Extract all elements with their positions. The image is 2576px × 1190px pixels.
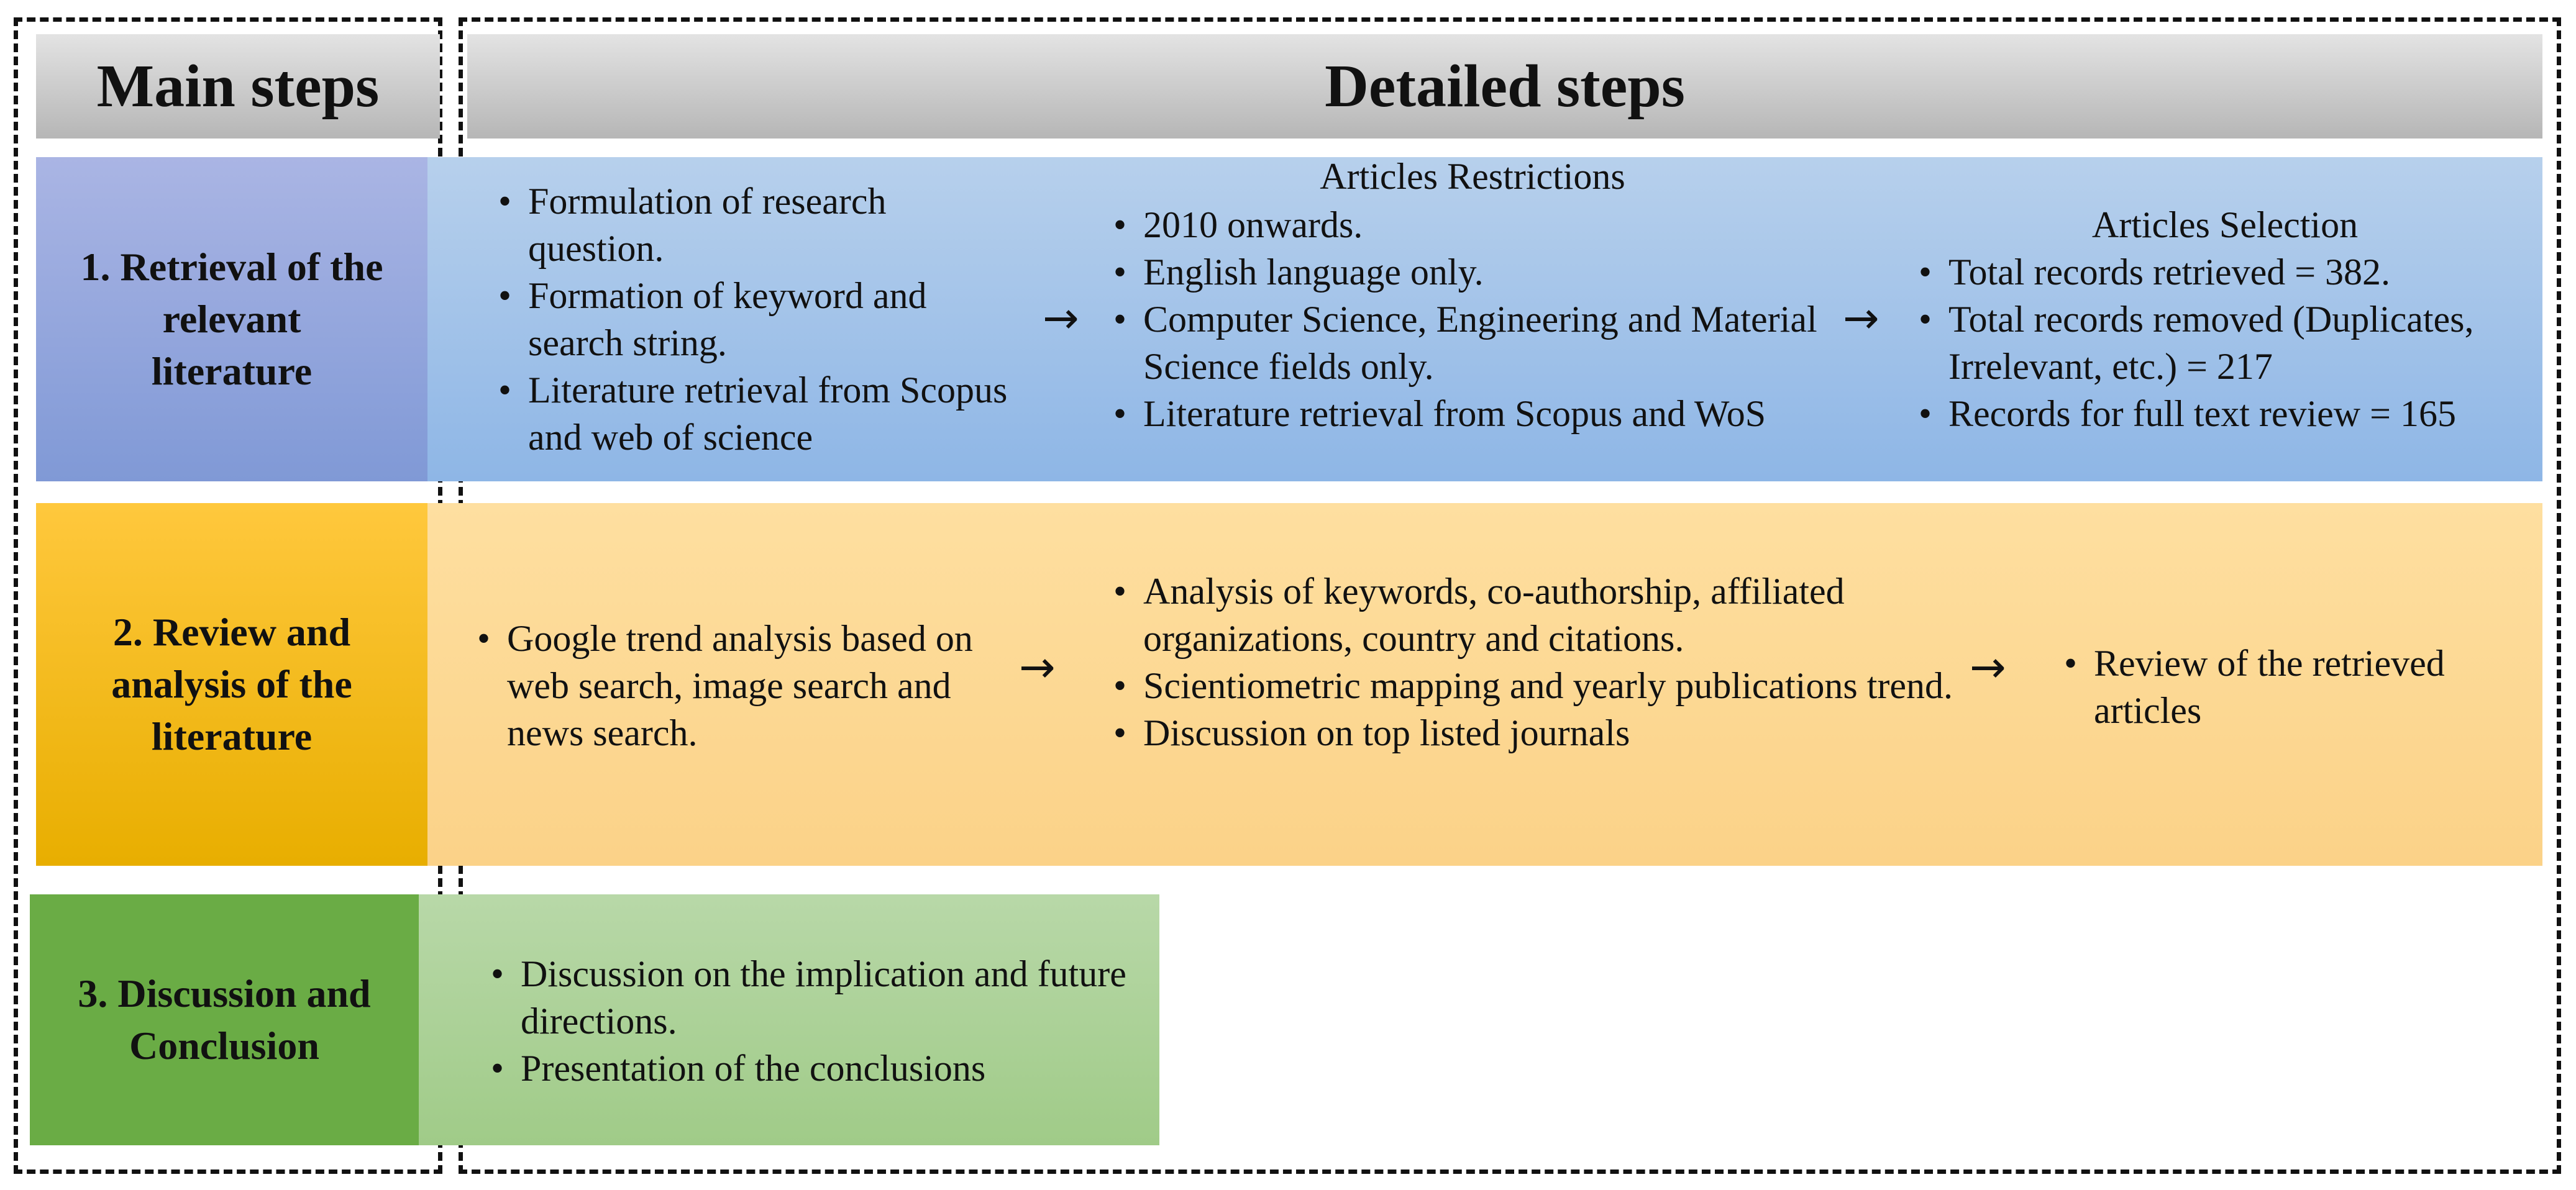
detailed-steps-header-text: Detailed steps xyxy=(1325,53,1685,120)
step3-label-line: 3. Discussion and xyxy=(78,971,371,1015)
step2-label-line: 2. Review and xyxy=(112,610,351,654)
list-item: Computer Science, Engineering and Materi… xyxy=(1106,296,1839,390)
step1-label-line: relevant xyxy=(162,297,301,341)
list-item: Scientiometric mapping and yearly public… xyxy=(1106,662,1963,709)
arrow-icon: → xyxy=(1843,293,1879,343)
list-item: Analysis of keywords, co-authorship, aff… xyxy=(1106,568,1963,662)
step3-col-a-list: Discussion on the implication and future… xyxy=(483,950,1142,1092)
list-item: Formation of keyword and search string. xyxy=(491,272,1013,366)
list-item: Review of the retrieved articles xyxy=(2057,640,2529,734)
step1-label-line: 1. Retrieval of the xyxy=(80,245,383,289)
step2-col-b-list: Analysis of keywords, co-authorship, aff… xyxy=(1106,568,1963,756)
list-item: Literature retrieval from Scopus and web… xyxy=(491,366,1013,461)
step1-col-a-list: Formulation of research question. Format… xyxy=(491,178,1013,461)
step3-label: 3. Discussion and Conclusion xyxy=(78,968,370,1072)
list-item: Formulation of research question. xyxy=(491,178,1013,272)
arrow-icon: → xyxy=(1970,642,2006,693)
step2-col-a-list: Google trend analysis based on web searc… xyxy=(470,615,1016,756)
step2-label-line: analysis of the xyxy=(111,662,352,706)
step1-col-c-list: Total records retrieved = 382. Total rec… xyxy=(1911,248,2542,437)
list-item: Literature retrieval from Scopus and WoS xyxy=(1106,390,1839,437)
list-item: Total records removed (Duplicates, Irrel… xyxy=(1911,296,2542,390)
step1-col-b-list: 2010 onwards. English language only. Com… xyxy=(1106,201,1839,437)
main-steps-header: Main steps xyxy=(36,34,440,139)
step1-col-c-title: Articles Selection xyxy=(2091,204,2359,245)
step1-box: 1. Retrieval of the relevant literature xyxy=(36,157,427,481)
list-item: Total records retrieved = 382. xyxy=(1911,248,2542,296)
main-steps-header-text: Main steps xyxy=(96,53,380,120)
detailed-steps-header: Detailed steps xyxy=(467,34,2542,139)
step2-box: 2. Review and analysis of the literature xyxy=(36,503,427,866)
list-item: Google trend analysis based on web searc… xyxy=(470,615,1016,756)
step1-label-line: literature xyxy=(151,349,313,393)
step2-label-line: literature xyxy=(151,714,313,758)
list-item: 2010 onwards. xyxy=(1106,201,1839,248)
step1-label: 1. Retrieval of the relevant literature xyxy=(81,241,383,397)
list-item: Records for full text review = 165 xyxy=(1911,390,2542,437)
list-item: Discussion on the implication and future… xyxy=(483,950,1142,1045)
step3-label-line: Conclusion xyxy=(129,1024,319,1068)
list-item: Presentation of the conclusions xyxy=(483,1045,1142,1092)
arrow-icon: → xyxy=(1043,293,1079,343)
list-item: English language only. xyxy=(1106,248,1839,296)
list-item: Discussion on top listed journals xyxy=(1106,709,1963,756)
step3-box: 3. Discussion and Conclusion xyxy=(30,894,419,1145)
step1-col-b-title: Articles Restrictions xyxy=(1320,156,1625,197)
arrow-icon: → xyxy=(1019,642,1056,693)
step2-label: 2. Review and analysis of the literature xyxy=(111,606,352,763)
step2-col-c-list: Review of the retrieved articles xyxy=(2057,640,2529,734)
